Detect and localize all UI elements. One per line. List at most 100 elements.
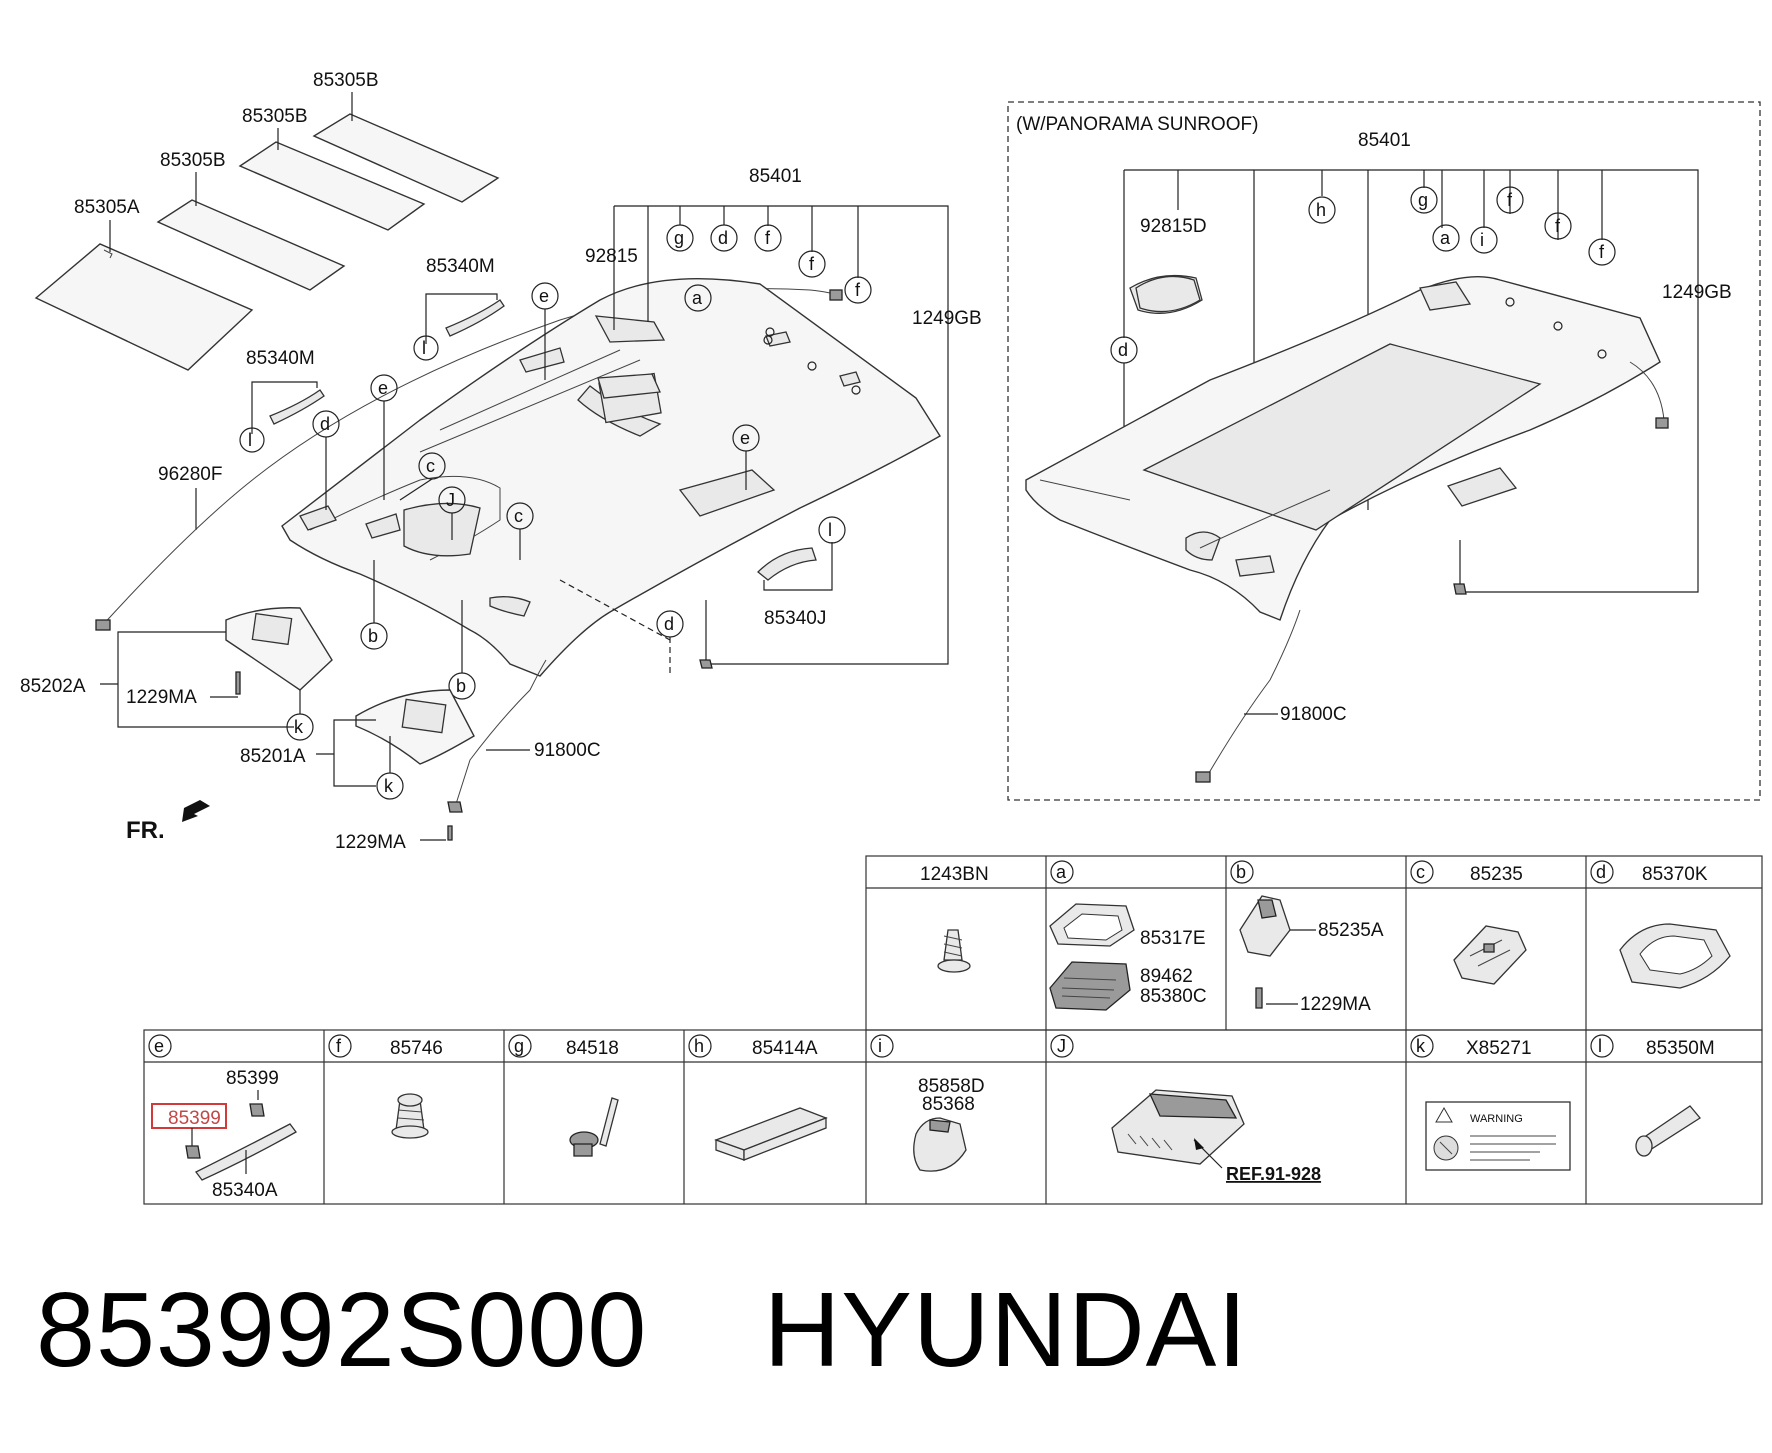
label-85305A: 85305A <box>74 197 140 218</box>
label-85305B-1: 85305B <box>160 150 226 171</box>
svg-text:d: d <box>718 228 728 248</box>
lamp-frame-85370K-icon <box>1619 923 1731 989</box>
assist-handle-85340M-1 <box>445 299 505 337</box>
circle-label-g: g <box>1410 186 1438 214</box>
label-1249GB: 1249GB <box>912 308 982 329</box>
label-85399-highlighted: 85399 <box>168 1108 221 1129</box>
circle-label-b: b <box>360 622 388 650</box>
svg-text:f: f <box>336 1036 342 1056</box>
pad-85305B-1 <box>156 199 346 291</box>
svg-text:f: f <box>765 228 771 248</box>
circle-label-k: k <box>376 772 404 800</box>
circle-label-d: d <box>312 410 340 438</box>
label-85368: 85368 <box>922 1094 975 1115</box>
lamp-unit-85380C-icon <box>1049 961 1131 1011</box>
pad-85305B-3 <box>312 113 500 203</box>
header-letter-k: k <box>1410 1034 1434 1058</box>
svg-text:J: J <box>1057 1036 1066 1056</box>
svg-text:d: d <box>1118 340 1128 360</box>
footer: 853992S000 HYUNDAI <box>36 1270 1248 1391</box>
label-85340J: 85340J <box>764 608 826 629</box>
header-X85271: X85271 <box>1466 1038 1532 1059</box>
label-85401: 85401 <box>749 166 802 187</box>
header-letter-b: b <box>1230 860 1254 884</box>
label-89462: 89462 <box>1140 966 1193 987</box>
svg-text:l: l <box>828 520 832 540</box>
svg-text:e: e <box>154 1036 164 1056</box>
header-letter-J: J <box>1050 1034 1074 1058</box>
label-85399-top: 85399 <box>226 1068 279 1089</box>
header-letter-d: d <box>1590 860 1614 884</box>
sunroof-title: (W/PANORAMA SUNROOF) <box>1016 114 1258 135</box>
header-letter-f: f <box>328 1034 352 1058</box>
svg-text:b: b <box>456 676 466 696</box>
header-1243BN: 1243BN <box>920 864 989 885</box>
label-1249GB-sunroof: 1249GB <box>1662 282 1732 303</box>
warning-text: WARNING <box>1470 1113 1523 1125</box>
clip-84518-icon <box>569 1097 619 1157</box>
svg-text:a: a <box>692 288 703 308</box>
svg-text:f: f <box>1555 216 1561 236</box>
svg-text:i: i <box>1480 230 1484 250</box>
circle-label-l: l <box>413 335 439 361</box>
headliner-85401 <box>281 277 941 677</box>
assist-handle-85340J <box>757 547 817 581</box>
circle-label-a: a <box>1432 224 1460 252</box>
svg-text:c: c <box>426 456 435 476</box>
svg-text:f: f <box>809 254 815 274</box>
label-85340M-1: 85340M <box>426 256 495 277</box>
header-85235: 85235 <box>1470 864 1523 885</box>
svg-text:h: h <box>1316 200 1326 220</box>
label-85340M-2: 85340M <box>246 348 315 369</box>
circle-label-h: h <box>1308 196 1336 224</box>
panorama-sunroof-box <box>1007 101 1761 801</box>
circle-label-f: f <box>798 250 826 278</box>
svg-text:g: g <box>674 228 684 248</box>
warning-label-X85271: WARNING <box>1425 1101 1571 1171</box>
pad-85305A <box>34 243 254 371</box>
circle-label-f: f <box>754 224 782 252</box>
parts-table <box>143 855 1763 1205</box>
svg-text:f: f <box>855 280 861 300</box>
header-letter-e: e <box>148 1034 172 1058</box>
label-85401-sunroof: 85401 <box>1358 130 1411 151</box>
room-lamp-85370K <box>597 373 661 399</box>
circle-label-i: i <box>1470 226 1498 254</box>
header-letter-c: c <box>1410 860 1434 884</box>
label-85305B-3: 85305B <box>313 70 379 91</box>
svg-text:k: k <box>384 776 394 796</box>
svg-text:k: k <box>294 717 304 737</box>
svg-text:i: i <box>878 1036 882 1056</box>
connector <box>829 289 843 301</box>
svg-text:h: h <box>694 1036 704 1056</box>
label-85202A: 85202A <box>20 676 86 697</box>
screw-1243BN-icon <box>937 929 971 973</box>
svg-text:f: f <box>1507 190 1513 210</box>
circle-label-f: f <box>844 276 872 304</box>
circle-label-f: f <box>1544 212 1572 240</box>
svg-text:g: g <box>1418 190 1428 210</box>
clip-85235-icon <box>1453 925 1527 985</box>
label-91800C-sunroof: 91800C <box>1280 704 1347 725</box>
connector <box>95 619 111 631</box>
svg-text:l: l <box>248 430 252 450</box>
header-letter-a: a <box>1050 860 1074 884</box>
label-1229MA-table: 1229MA <box>1300 994 1371 1015</box>
label-85317E: 85317E <box>1140 928 1206 949</box>
pad-85305B-2 <box>238 141 426 231</box>
header-85746: 85746 <box>390 1038 443 1059</box>
label-96280F: 96280F <box>158 464 222 485</box>
svg-text:l: l <box>422 338 426 358</box>
wire-harness-96280F <box>99 288 841 629</box>
svg-text:d: d <box>320 414 330 434</box>
label-85305B-2: 85305B <box>242 106 308 127</box>
overhead-console-icon <box>1111 1089 1245 1165</box>
circle-label-e: e <box>370 374 398 402</box>
header-84518: 84518 <box>566 1038 619 1059</box>
circle-label-g: g <box>666 224 694 252</box>
svg-text:c: c <box>514 506 523 526</box>
circle-label-d: d <box>710 224 738 252</box>
stopper-85350M-icon <box>1635 1105 1701 1157</box>
svg-text:k: k <box>1416 1036 1426 1056</box>
